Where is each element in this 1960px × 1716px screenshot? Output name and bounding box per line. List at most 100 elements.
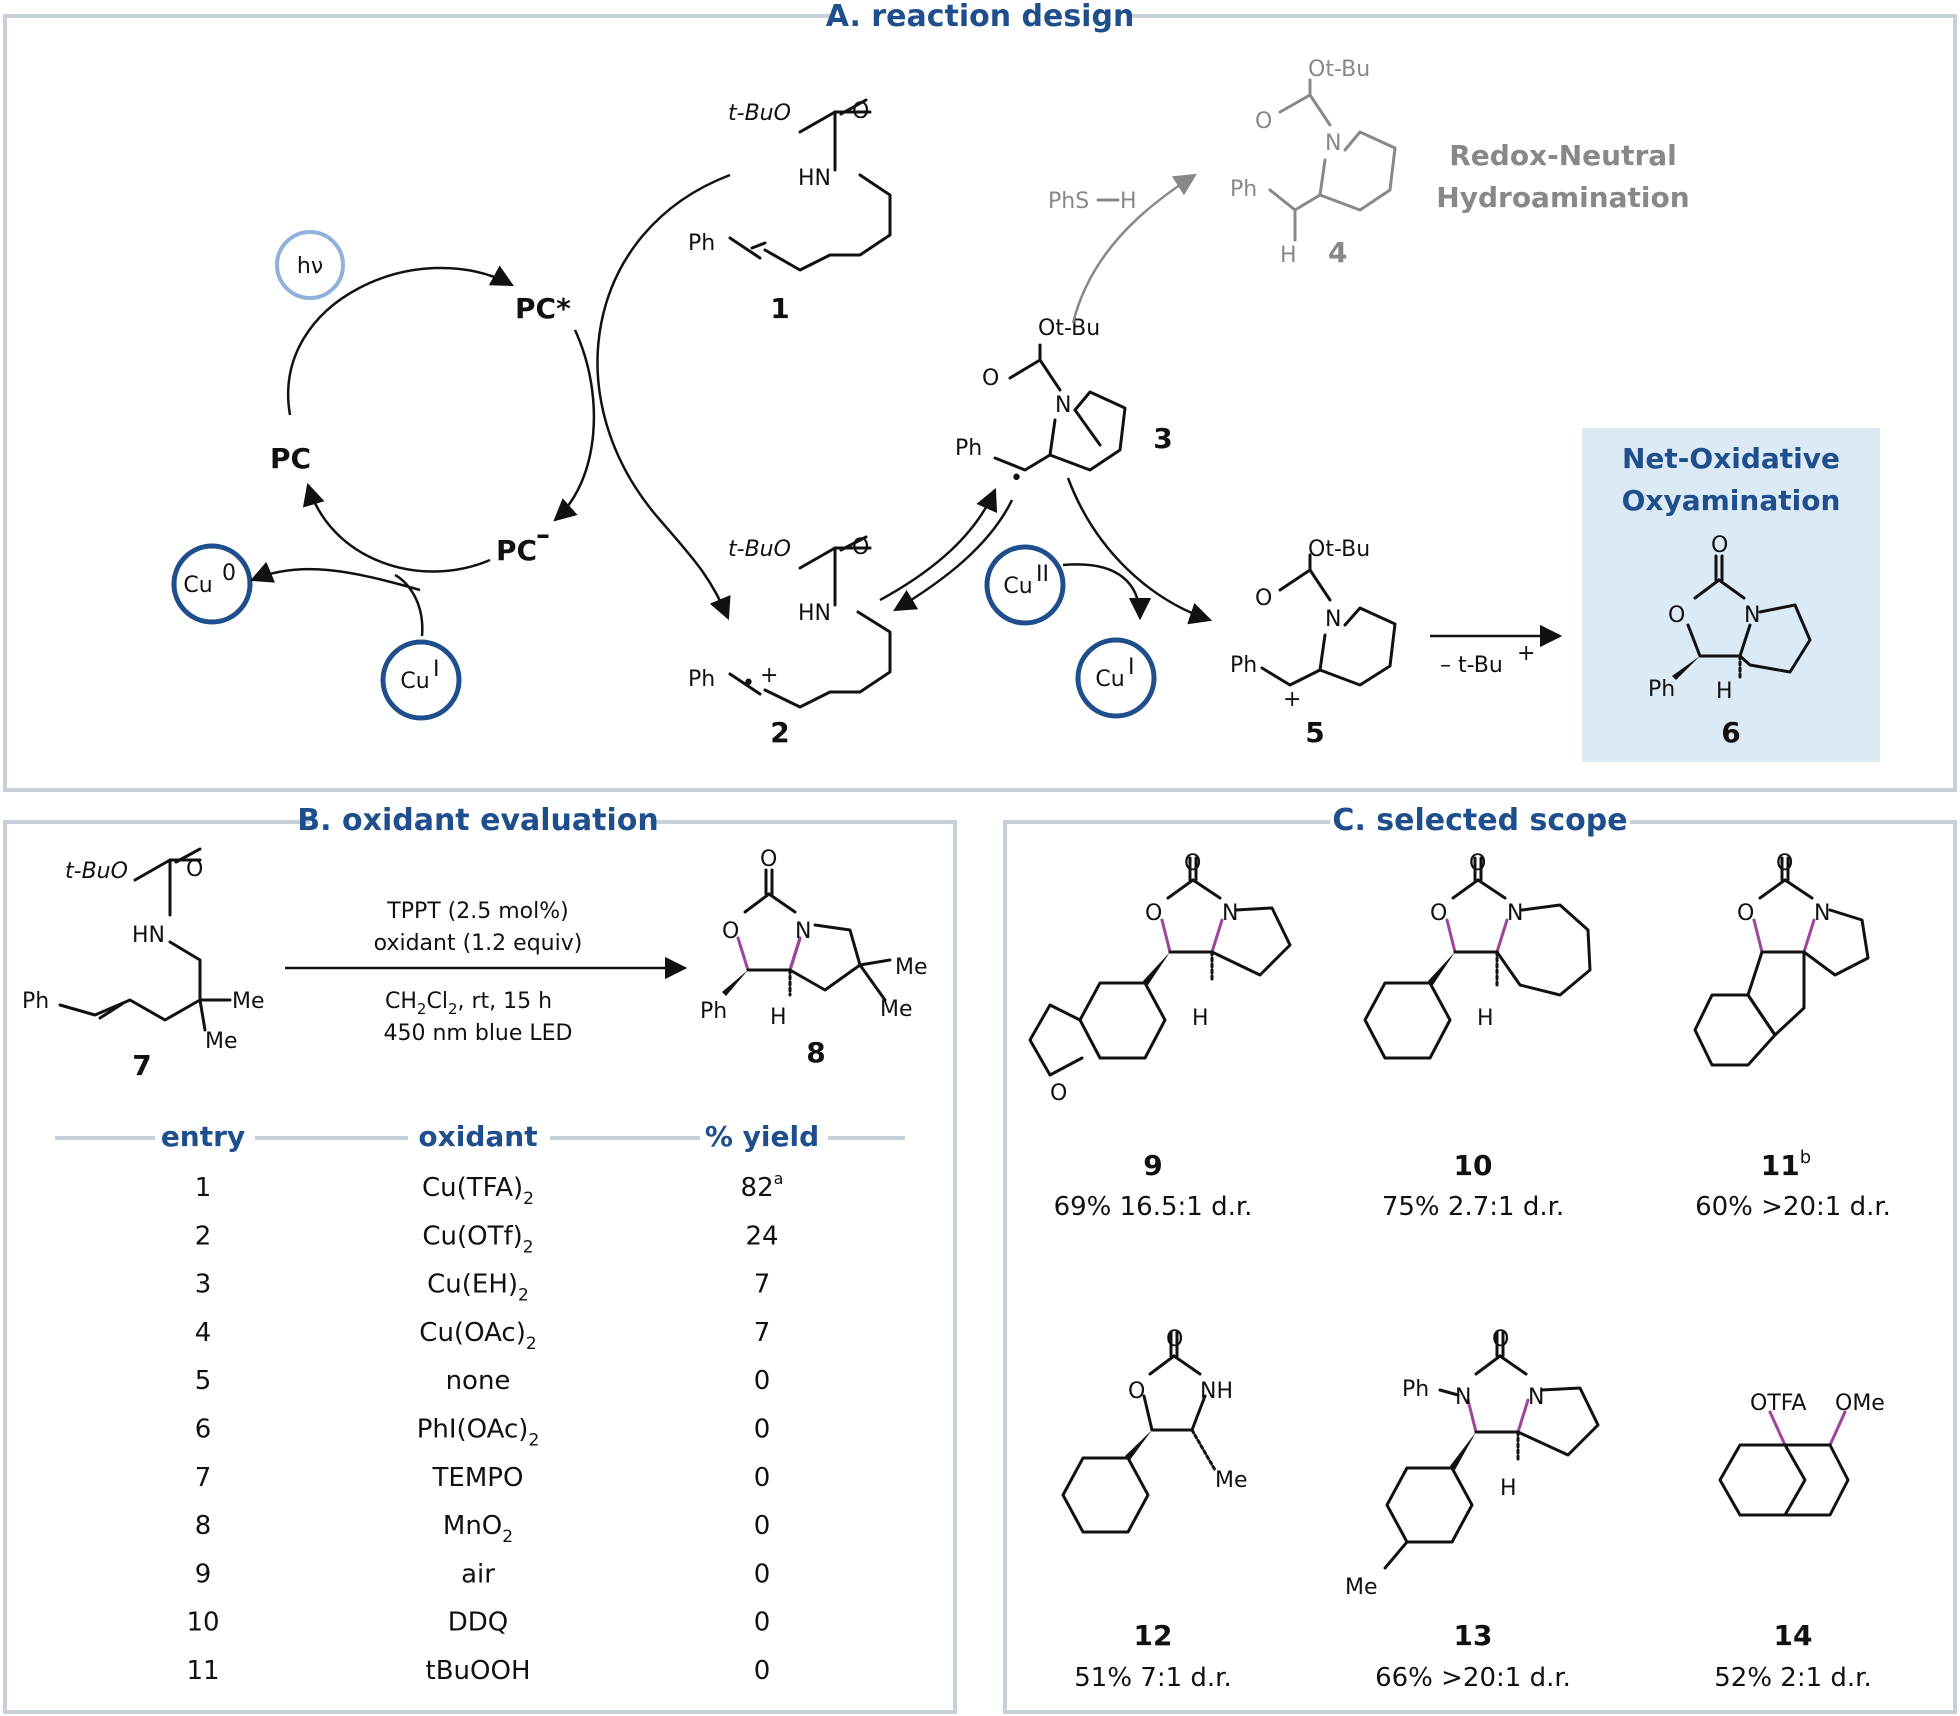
s11-o-top: O [1776,851,1793,876]
cuI-right-sup: I [1128,655,1135,680]
cu0-label: Cu [183,573,212,598]
compound-4: Ot-Bu O N Ph H 4 [1230,57,1397,269]
hv-label: hν [297,254,323,279]
s10-n: N [1507,901,1523,926]
panel-c-title-bg [1330,800,1630,840]
table-cell-entry: 1 [195,1173,212,1203]
c6-o: O [1668,603,1685,628]
s9-n: N [1222,901,1238,926]
c8-o-top: O [760,847,777,872]
s13-result: 66% >20:1 d.r. [1375,1663,1571,1693]
c2-plus: + [760,663,778,688]
s12-me: Me [1215,1468,1248,1493]
s11-o: O [1737,901,1754,926]
s12-o-top: O [1166,1327,1183,1352]
cuI-left-label: Cu [400,669,429,694]
table-cell-oxidant: air [461,1559,495,1589]
panel-b: B. oxidant evaluation t-BuO O HN Ph Me M… [3,800,957,1714]
c5-otbu: Ot-Bu [1308,537,1370,562]
table-cell-yield: 0 [754,1559,771,1589]
c2-num: 2 [770,716,789,749]
table-cell-entry: 9 [195,1559,212,1589]
s9-o: O [1145,901,1162,926]
c7-o: O [186,857,203,882]
panel-c-frame [1003,820,1957,1714]
scope-11: O O N 11b 60% >20:1 d.r. [1693,851,1891,1222]
c8-ph: Ph [700,999,727,1024]
c1-ph: Ph [688,231,715,256]
table-cell-entry: 10 [186,1608,219,1638]
cuII-sup: II [1036,562,1049,587]
pc-star-label: PC* [515,292,571,325]
panel-c: C. selected scope O O N H O 9 69% 16.5:1… [1003,800,1957,1714]
s13-o-top: O [1492,1327,1509,1352]
pc-minus-label: PC [496,534,537,567]
s13-n1: N [1455,1385,1471,1410]
compound-6: O O N Ph H 6 [1648,533,1812,749]
c7-hn: HN [132,923,165,948]
table-cell-oxidant: PhI(OAc)2 [417,1415,540,1451]
compound-1: t-BuO O HN Ph 1 [688,98,892,325]
cuI-left-circle [380,639,462,721]
table-cell-yield: 0 [754,1511,771,1541]
c2-tbuo: t-BuO [728,537,791,562]
table-header-oxidant: oxidant [418,1120,537,1153]
table-cell-yield: 7 [754,1318,771,1348]
cuI-right-label: Cu [1095,667,1124,692]
c7-tbuo: t-BuO [65,859,128,884]
c3-o: O [982,366,999,391]
phsh-h: H [1120,189,1137,214]
table-cell-yield: 24 [745,1221,778,1251]
cuII-label: Cu [1003,574,1032,599]
cuII-circle [984,544,1066,626]
table-cell-yield: 0 [754,1656,771,1686]
c8-wedge-ph [722,970,748,996]
c6-num: 6 [1721,716,1740,749]
c2-hn: HN [798,601,831,626]
table-cell-yield: 0 [754,1415,771,1445]
table-cell-oxidant: TEMPO [432,1463,524,1493]
table-cell-oxidant: Cu(OAc)2 [419,1318,536,1354]
c8-me2: Me [880,997,913,1022]
c7-me1: Me [232,989,265,1014]
compound-3: Ot-Bu O N Ph • 3 [955,316,1173,491]
table-header-yield: % yield [705,1120,819,1153]
net-oxidative-label: Net-Oxidative [1622,442,1840,475]
c1-hn: HN [798,166,831,191]
cu0-circle [171,543,253,625]
redox-neutral-label: Redox-Neutral [1449,139,1677,172]
s11-n: N [1814,901,1830,926]
table-cell-entry: 7 [195,1463,212,1493]
panel-b-title-bg [310,800,650,840]
cond-line3: CH2Cl2, rt, 15 h [385,989,552,1018]
c5-ph: Ph [1230,653,1257,678]
c4-otbu: Ot-Bu [1308,57,1370,82]
s12-o: O [1128,1379,1145,1404]
s9-o-ring: O [1050,1081,1067,1106]
s9-num: 9 [1143,1149,1162,1182]
c4-n: N [1325,131,1341,156]
scope-14: OTFA OMe 14 52% 2:1 d.r. [1714,1391,1885,1693]
c3-otbu: Ot-Bu [1038,316,1100,341]
arrow-pcstar-to-pcminus [553,329,596,522]
panel-a-title: A. reaction design [826,0,1135,34]
panel-b-title: B. oxidant evaluation [297,803,658,838]
panel-a: A. reaction design hν PC* PC PC – Cu 0 C… [3,0,1957,792]
minus-tbu-sup: + [1517,641,1535,666]
c5-o: O [1255,586,1272,611]
c5-num: 5 [1305,716,1324,749]
panel-a-title-bg [830,0,1130,34]
table-cell-entry: 5 [195,1366,212,1396]
s10-num: 10 [1454,1149,1493,1182]
arrow-cuII-to-cuI [1062,563,1152,621]
c8-num: 8 [806,1036,825,1069]
table-cell-yield: 0 [754,1463,771,1493]
s14-otfa: OTFA [1750,1391,1806,1416]
pc-minus-sup: – [536,518,550,551]
table-cell-entry: 11 [186,1656,219,1686]
table-cell-yield: 0 [754,1608,771,1638]
scope-10: O O N H 10 75% 2.7:1 d.r. [1363,851,1592,1222]
table-cell-yield: 82a [741,1169,784,1203]
c3-n: N [1055,393,1071,418]
